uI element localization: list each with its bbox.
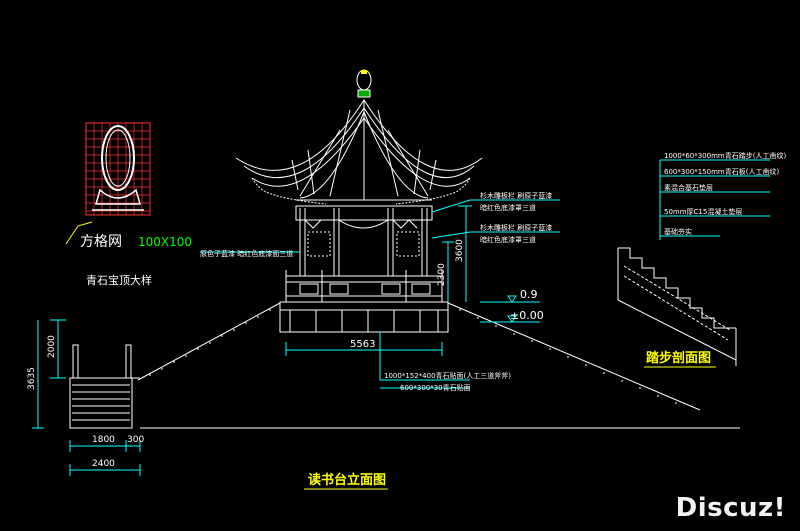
dim-stair-total: 2400 xyxy=(92,459,115,469)
dim-height-upper: 3600 xyxy=(455,239,465,262)
main-title: 读书台立面图 xyxy=(308,472,386,488)
detail-title: 青石宝顶大样 xyxy=(86,273,152,287)
stair-section xyxy=(617,247,737,366)
finial-detail-grid xyxy=(85,122,151,216)
watermark: Discuz! xyxy=(675,493,786,523)
dim-stair-gap: 300 xyxy=(127,435,144,445)
level-zero: ±0.00 xyxy=(510,309,544,322)
terrace xyxy=(279,270,449,333)
text-labels: 方格网 100X100 青石宝顶大样 5563 3600 2300 0.9 ±0… xyxy=(27,151,786,490)
grid-size: 100X100 xyxy=(138,235,192,249)
note-left-0: 原色子蓝漆 暗红色底漆面三道 xyxy=(200,249,293,258)
note-base-1: 600*300*30青石贴面 xyxy=(400,383,471,392)
mound-right-slope xyxy=(447,302,701,411)
note-right-3: 暗红色底漆罩三道 xyxy=(480,235,536,244)
section-note-0: 1000*60*300mm青石踏步(人工凿纹) xyxy=(664,151,786,160)
note-right-2: 杉木雕板栏 刷原子蓝漆 xyxy=(480,223,552,232)
dimension-lines xyxy=(32,159,770,476)
section-note-3: 50mm厚C15混凝土垫层 xyxy=(664,207,742,216)
mound-left-slope xyxy=(137,302,281,381)
note-right-1: 暗红色底漆罩三道 xyxy=(480,203,536,212)
roof-finial xyxy=(356,69,372,98)
section-note-2: 素混合基石垫层 xyxy=(664,183,713,192)
dim-left-height: 3635 xyxy=(27,367,37,390)
left-stair xyxy=(69,344,140,429)
dim-stair-run: 1800 xyxy=(92,435,115,445)
grid-label: 方格网 xyxy=(80,234,122,250)
note-base-0: 1000*152*400青石贴面(人工三道斧斧) xyxy=(384,371,511,380)
level-top: 0.9 xyxy=(520,288,538,301)
dim-total-width: 5563 xyxy=(350,339,375,350)
roof xyxy=(235,99,483,207)
section-note-4: 基础夯实 xyxy=(664,227,692,236)
note-right-0: 杉木雕板栏 刷原子蓝漆 xyxy=(480,191,552,200)
mound xyxy=(137,302,740,429)
dim-height-lower: 2300 xyxy=(437,263,447,286)
section-title: 踏步剖面图 xyxy=(646,350,711,366)
section-note-1: 600*300*150mm青石板(人工凿纹) xyxy=(664,167,779,176)
pavilion-body xyxy=(295,205,433,276)
dim-stair-height: 2000 xyxy=(47,335,57,358)
